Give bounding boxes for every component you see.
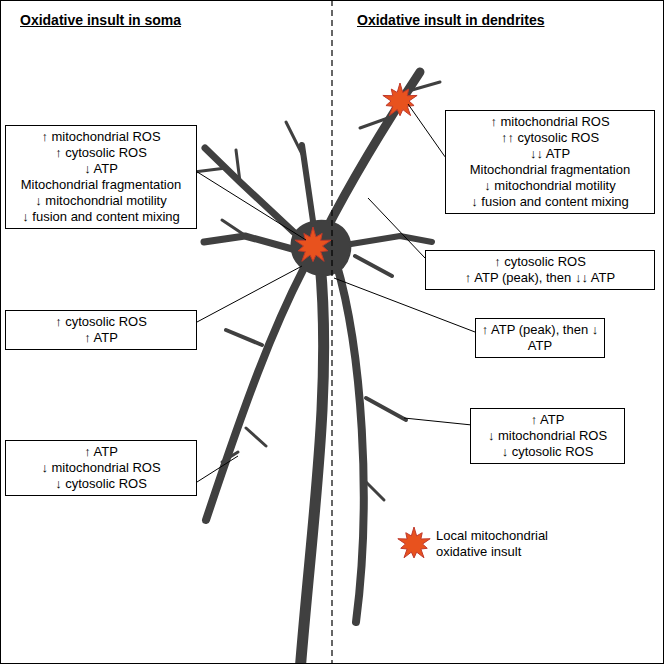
leader-line — [197, 456, 238, 482]
box-text: ↓ cytosolic ROS — [11, 476, 191, 492]
box-text: ↓ mitochondrial motility — [451, 178, 649, 194]
leader-line — [408, 104, 445, 157]
box-text: ↑ ATP (peak), then ↓↓ ATP — [431, 270, 649, 286]
leader-line — [197, 172, 306, 240]
oxidative-insult-star — [295, 83, 430, 558]
star-burst — [383, 83, 417, 116]
leader-line — [197, 266, 302, 322]
box-text: ↓ fusion and content mixing — [451, 194, 649, 210]
text-box: ↑ mitochondrial ROS↑ cytosolic ROS↓ ATPM… — [5, 125, 197, 229]
text-box: ↑ ATP↓ mitochondrial ROS↓ cytosolic ROS — [470, 408, 625, 464]
box-text: ↓ mitochondrial ROS — [11, 460, 191, 476]
box-text: ↑ mitochondrial ROS — [11, 129, 191, 145]
box-text: ↓ ATP — [11, 161, 191, 177]
box-text: ↑↑ cytosolic ROS — [451, 130, 649, 146]
box-text: ↓ cytosolic ROS — [476, 444, 619, 460]
text-box: ↑ ATP↓ mitochondrial ROS↓ cytosolic ROS — [5, 440, 197, 496]
box-text: ↑ cytosolic ROS — [11, 145, 191, 161]
divider-line — [331, 0, 332, 664]
leader-lines — [197, 104, 475, 482]
text-box: ↑ ATP (peak), then ↓ ATP — [475, 318, 605, 358]
box-text: ↓ fusion and content mixing — [11, 209, 191, 225]
star-burst — [398, 527, 430, 558]
box-text: ↑ cytosolic ROS — [431, 254, 649, 270]
box-text: ↑ ATP — [476, 412, 619, 428]
box-text: ↑ mitochondrial ROS — [451, 114, 649, 130]
column-heading: Oxidative insult in soma — [20, 12, 181, 28]
box-text: ↑ ATP — [11, 444, 191, 460]
box-text: ↓ mitochondrial motility — [11, 193, 191, 209]
box-text: ↓ mitochondrial ROS — [476, 428, 619, 444]
box-text: Mitochondrial fragmentation — [11, 177, 191, 193]
box-text: ↑ ATP (peak), then ↓ ATP — [481, 322, 599, 354]
text-box: ↑ cytosolic ROS↑ ATP — [5, 310, 197, 350]
box-text: ↑ cytosolic ROS — [11, 314, 191, 330]
text-box: ↑ mitochondrial ROS↑↑ cytosolic ROS↓↓ AT… — [445, 110, 655, 214]
box-text: ↑ ATP — [11, 330, 191, 346]
box-text: Mitochondrial fragmentation — [451, 162, 649, 178]
text-box: ↑ cytosolic ROS↑ ATP (peak), then ↓↓ ATP — [425, 250, 655, 290]
star-burst — [295, 227, 331, 262]
neuron — [194, 72, 440, 664]
box-text: ↓↓ ATP — [451, 146, 649, 162]
column-heading: Oxidative insult in dendrites — [357, 12, 544, 28]
legend-entry: Local mitochondrial oxidative insult — [436, 528, 566, 560]
legend-text: Local mitochondrial oxidative insult — [436, 528, 566, 560]
leader-line — [404, 418, 470, 425]
leader-line — [368, 198, 425, 258]
